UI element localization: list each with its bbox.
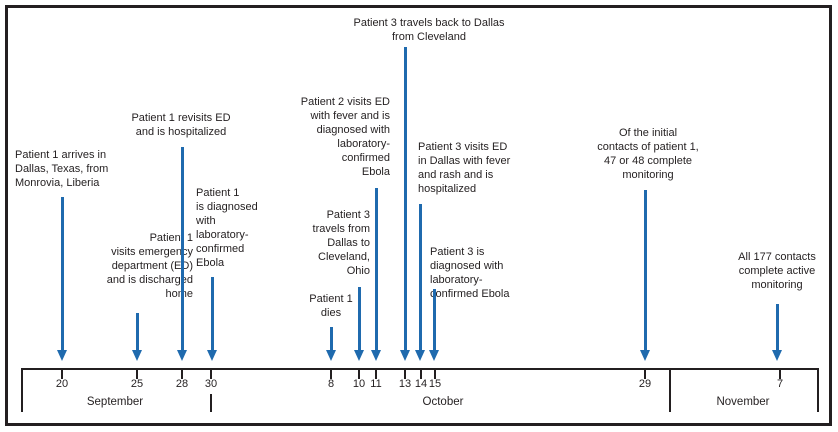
event-label: Patient 1 revisits ED and is hospitalize… (131, 112, 231, 138)
arrow-head-icon (353, 350, 364, 361)
axis-tick (358, 370, 360, 379)
arrow-head-icon (131, 350, 142, 361)
arrow-head-icon (370, 350, 381, 361)
tick-label: 7 (776, 378, 784, 390)
arrow-head-icon (206, 350, 217, 361)
tick-label: 10 (352, 378, 366, 390)
event-label: Patient 3 travels back to Dallas from Cl… (353, 17, 505, 43)
event-arrow (775, 304, 779, 351)
event-arrow (210, 277, 214, 351)
tick-label: 13 (398, 378, 412, 390)
axis-tick (330, 370, 332, 379)
axis-tick (61, 370, 63, 379)
axis-tick (779, 370, 781, 379)
event-label: Patient 1 visits emergency department (E… (106, 232, 193, 300)
tick-label: 30 (204, 378, 218, 390)
arrow-head-icon (639, 350, 650, 361)
axis-tick (420, 370, 422, 379)
axis-tick (375, 370, 377, 379)
event-arrow (643, 190, 647, 351)
tick-label: 28 (175, 378, 189, 390)
event-arrow (60, 197, 64, 351)
event-label: Patient 1 is diagnosed with laboratory- … (196, 187, 258, 269)
tick-label: 8 (327, 378, 335, 390)
month-divider (210, 394, 212, 412)
tick-label: 25 (130, 378, 144, 390)
arrow-head-icon (56, 350, 67, 361)
axis-tick (434, 370, 436, 379)
event-label: Patient 1 arrives in Dallas, Texas, from… (15, 149, 109, 189)
tick-label: 20 (55, 378, 69, 390)
axis-line (22, 368, 818, 370)
month-label: October (422, 396, 464, 408)
tick-label: 14 (414, 378, 428, 390)
event-label: Patient 3 visits ED in Dallas with fever… (418, 141, 511, 195)
event-arrow (135, 313, 139, 351)
event-arrow (374, 188, 378, 351)
event-label: Patient 3 is diagnosed with laboratory- … (430, 246, 510, 300)
axis-tick (210, 370, 212, 379)
event-label: Patient 2 visits ED with fever and is di… (300, 96, 390, 178)
arrow-head-icon (428, 350, 439, 361)
event-label: Patient 1 dies (309, 293, 353, 319)
event-label: Of the initial contacts of patient 1, 47… (597, 127, 699, 181)
axis-tick (404, 370, 406, 379)
month-divider (21, 368, 23, 412)
arrow-head-icon (414, 350, 425, 361)
tick-label: 11 (370, 378, 382, 390)
event-arrow (357, 287, 361, 351)
arrow-head-icon (176, 350, 187, 361)
tick-label: 15 (428, 378, 442, 390)
event-arrow (329, 327, 333, 351)
month-divider (669, 368, 671, 412)
axis-tick (136, 370, 138, 379)
event-arrow (418, 204, 422, 351)
month-label: November (716, 396, 770, 408)
event-label: All 177 contacts complete active monitor… (738, 251, 816, 291)
axis-tick (644, 370, 646, 379)
event-arrow (432, 289, 436, 351)
arrow-head-icon (771, 350, 782, 361)
event-arrow (403, 47, 407, 351)
event-label: Patient 3 travels from Dallas to Clevela… (312, 209, 370, 277)
axis-tick (181, 370, 183, 379)
month-divider (817, 368, 819, 412)
tick-label: 29 (638, 378, 652, 390)
month-label: September (86, 396, 144, 408)
arrow-head-icon (399, 350, 410, 361)
arrow-head-icon (325, 350, 336, 361)
event-arrow (180, 147, 184, 351)
